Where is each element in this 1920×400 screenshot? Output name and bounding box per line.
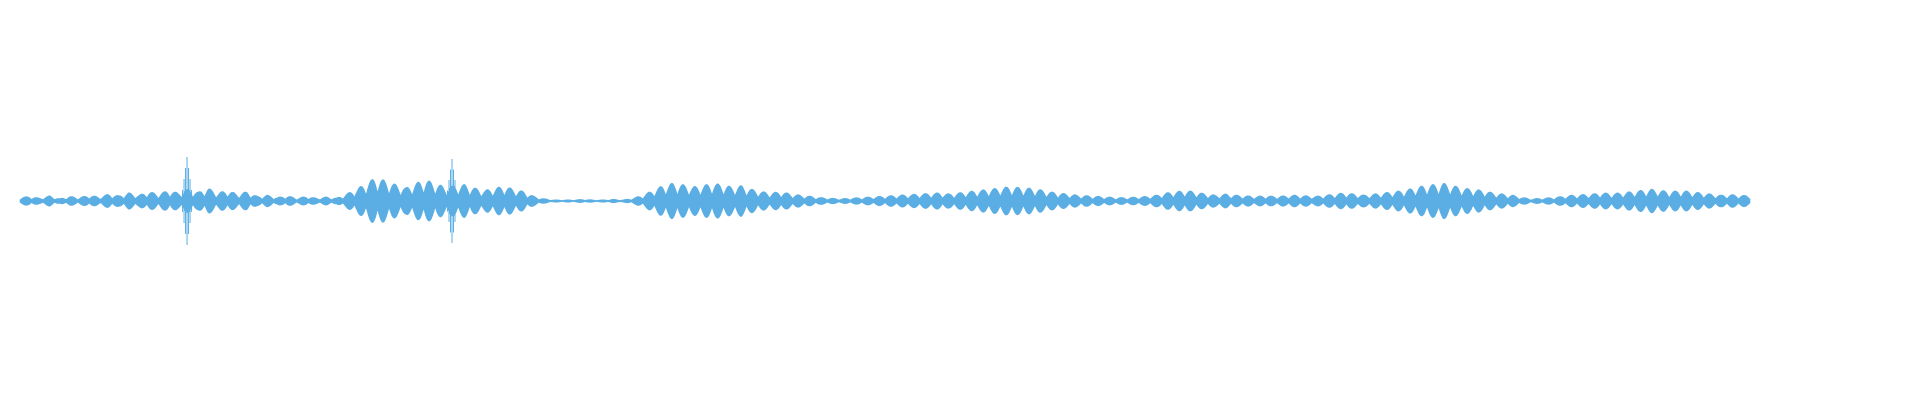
transient-spike-2	[447, 159, 457, 243]
transient-spike-1	[182, 157, 193, 245]
